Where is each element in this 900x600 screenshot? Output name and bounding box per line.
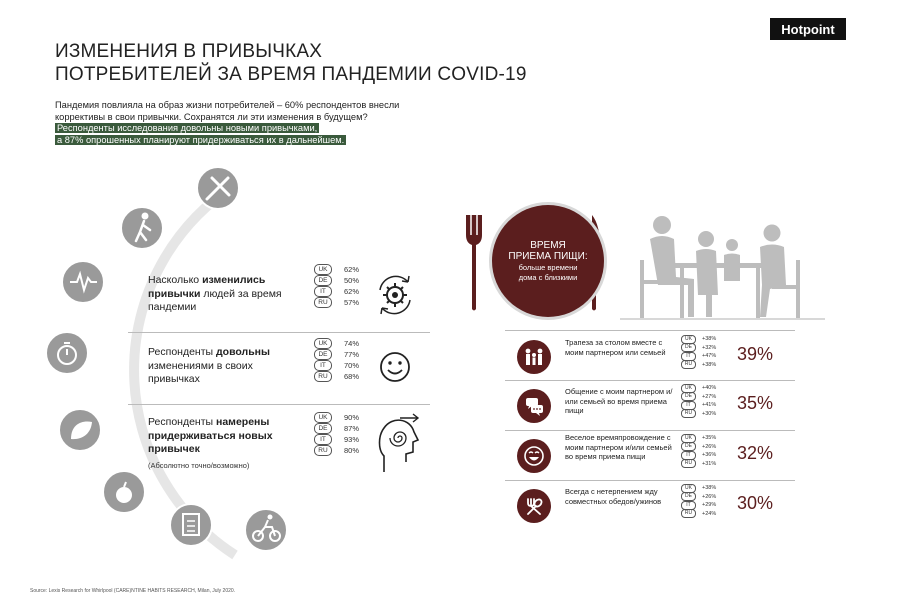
country-row: RU+31% — [681, 459, 716, 469]
divider — [128, 404, 430, 405]
family-icon — [517, 340, 551, 374]
meal-total: 30% — [737, 493, 774, 513]
meal-total: 32% — [737, 443, 774, 463]
apple-icon — [102, 470, 146, 514]
head-spiral-icon — [378, 413, 420, 472]
meal-row: Трапеза за столом вместе с моим партнеро… — [505, 332, 795, 382]
question-text: Респонденты довольны изменениями в своих… — [148, 346, 270, 385]
country-row: RU+24% — [681, 509, 716, 519]
meal-text: Трапеза за столом вместе с моим партнеро… — [565, 338, 666, 357]
chat-icon — [517, 389, 551, 423]
intro-text: Пандемия повлияла на образ жизни потреби… — [55, 100, 400, 122]
country-row: DE+26% — [681, 442, 716, 452]
country-row: IT+41% — [681, 400, 716, 410]
intro-highlight-1: Респонденты исследования довольны новыми… — [55, 123, 320, 134]
smiley-icon — [380, 352, 410, 382]
intro-highlight-2: а 87% опрошенных планируют придерживатьс… — [55, 134, 347, 145]
source-note: Source: Lexis Research for Whirlpool (CA… — [30, 588, 236, 594]
country-row: IT+47% — [681, 351, 716, 361]
dinner-badge: ВРЕМЯ ПРИЕМА ПИЩИ: больше времени дома с… — [492, 205, 604, 317]
meal-row: Общение с моим партнером и/или семьей во… — [505, 381, 795, 431]
divider — [505, 430, 795, 431]
question-text: Респонденты намерены придерживаться новы… — [148, 416, 308, 472]
meal-text: Веселое времяпровождение с моим партнеро… — [565, 433, 672, 461]
habits-arc — [45, 166, 288, 560]
country-row: DE+27% — [681, 392, 716, 402]
country-list: UK+38% DE+32% IT+47% RU+38% — [681, 334, 716, 370]
country-list: UK+40% DE+27% IT+41% RU+30% — [681, 383, 716, 419]
country-list: UK+38% DE+26% IT+29% RU+24% — [681, 483, 716, 519]
title-line-1: ИЗМЕНЕНИЯ В ПРИВЫЧКАХ — [55, 41, 323, 62]
laugh-icon — [517, 439, 551, 473]
divider — [505, 380, 795, 381]
meal-text: Общение с моим партнером и/или семьей во… — [565, 387, 673, 415]
fork-spoon-icon — [517, 489, 551, 523]
country-row: IT+36% — [681, 450, 716, 460]
leaf-icon — [58, 408, 102, 452]
brand-logo: Hotpoint — [770, 18, 846, 40]
title-line-2: ПОТРЕБИТЕЛЕЙ ЗА ВРЕМЯ ПАНДЕМИИ COVID-19 — [55, 64, 527, 85]
heartbeat-icon — [61, 260, 105, 304]
question-row-satisfied: Респонденты довольны изменениями в своих… — [128, 336, 430, 402]
country-row: UK+38% — [681, 334, 716, 344]
divider — [505, 330, 795, 331]
walking-icon — [120, 206, 164, 250]
gear-cycle-icon — [379, 275, 411, 315]
meal-row: Всегда с нетерпением жду совместных обед… — [505, 481, 795, 531]
country-list: UK+35% DE+26% IT+36% RU+31% — [681, 433, 716, 469]
clipboard-icon — [169, 503, 213, 547]
stopwatch-icon — [45, 331, 89, 375]
divider — [505, 480, 795, 481]
family-table-illustration — [620, 216, 825, 320]
page-title: ИЗМЕНЕНИЯ В ПРИВЫЧКАХ ПОТРЕБИТЕЛЕЙ ЗА ВР… — [55, 40, 575, 86]
cycling-icon — [244, 508, 288, 552]
country-row: DE+32% — [681, 343, 716, 353]
country-row: UK+38% — [681, 483, 716, 493]
meal-total: 35% — [737, 393, 774, 413]
fork-icon — [466, 215, 482, 311]
meal-text: Всегда с нетерпением жду совместных обед… — [565, 487, 662, 506]
meal-total: 39% — [737, 344, 774, 364]
country-row: IT+29% — [681, 500, 716, 510]
dinner-sub-1: больше времени — [518, 263, 578, 272]
dinner-heading-1: ВРЕМЯ — [530, 240, 566, 251]
country-row: RU+30% — [681, 409, 716, 419]
question-text: Насколько изменились привычки людей за в… — [148, 274, 282, 313]
country-row: RU+38% — [681, 360, 716, 370]
dinner-heading-2: ПРИЕМА ПИЩИ: — [508, 251, 588, 262]
meal-row: Веселое времяпровождение с моим партнеро… — [505, 431, 795, 481]
question-note: (Абсолютно точно/возможно) — [148, 460, 250, 470]
country-row: UK+40% — [681, 383, 716, 393]
divider — [128, 332, 430, 333]
question-row-intend: Респонденты намерены придерживаться новы… — [128, 408, 430, 478]
dinner-sub-2: дома с близкими — [518, 273, 578, 282]
intro-paragraph: Пандемия повлияла на образ жизни потреби… — [55, 100, 405, 146]
country-row: UK+35% — [681, 433, 716, 443]
question-row-changed: Насколько изменились привычки людей за в… — [128, 262, 430, 330]
whisk-icon — [196, 166, 240, 210]
country-row: DE+26% — [681, 492, 716, 502]
